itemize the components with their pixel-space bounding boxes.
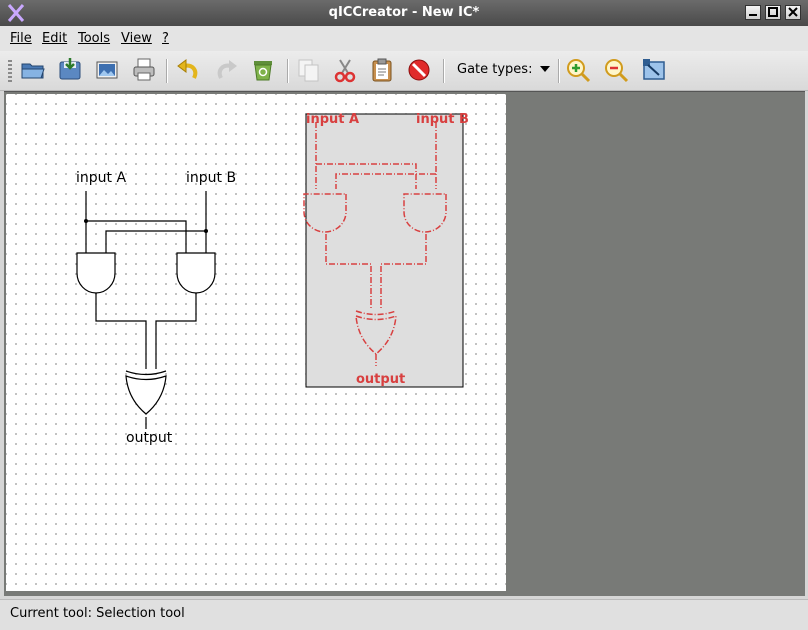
toolbar-separator xyxy=(166,59,168,83)
paste-icon[interactable] xyxy=(368,56,396,84)
and-gate[interactable] xyxy=(76,252,116,294)
maximize-button[interactable] xyxy=(765,5,781,20)
circuit-wires xyxy=(85,191,207,429)
toolbar-separator xyxy=(558,59,560,83)
copy-icon xyxy=(298,59,319,82)
minimize-icon xyxy=(749,14,757,16)
redo-icon xyxy=(217,60,237,79)
maximize-icon xyxy=(768,7,778,17)
junction-dot xyxy=(84,219,88,223)
ic-preview-box[interactable] xyxy=(305,113,464,388)
ic-preview-and-gate xyxy=(403,193,447,233)
output-label[interactable]: output xyxy=(126,430,173,446)
menu-view[interactable]: View xyxy=(121,31,152,46)
status-bar: Current tool: Selection tool xyxy=(0,599,808,630)
minimize-button[interactable] xyxy=(745,5,761,20)
toolbar-separator xyxy=(443,59,445,83)
xor-gate[interactable] xyxy=(125,370,167,415)
toolbar-grip[interactable] xyxy=(8,60,12,82)
ic-preview-and-gate xyxy=(303,193,347,233)
save-icon[interactable] xyxy=(56,56,84,84)
cut-icon[interactable] xyxy=(331,56,359,84)
window-title: qICCreator - New IC* xyxy=(328,5,480,20)
ic-preview-wires xyxy=(315,122,437,366)
recycle-icon[interactable] xyxy=(249,56,277,84)
junction-dot xyxy=(204,229,208,233)
toolbar: Gate types: xyxy=(0,51,808,91)
input-a-label[interactable]: input A xyxy=(76,170,127,186)
zoom-fit-icon[interactable] xyxy=(640,56,668,84)
input-b-label[interactable]: input B xyxy=(186,170,237,186)
zoom-in-icon[interactable] xyxy=(564,56,592,84)
menu-bar: File Edit Tools View ? xyxy=(0,26,808,51)
canvas-area[interactable]: input A input B output input A input B o… xyxy=(4,91,805,596)
ic-preview-xor-gate xyxy=(355,310,397,355)
zoom-out-icon[interactable] xyxy=(602,56,630,84)
close-button[interactable] xyxy=(785,5,801,20)
title-bar: qICCreator - New IC* xyxy=(0,0,808,26)
open-folder-icon[interactable] xyxy=(19,56,47,84)
undo-icon[interactable] xyxy=(174,56,202,84)
chevron-down-icon[interactable] xyxy=(540,66,550,72)
ic-preview-output-label: output xyxy=(356,372,406,387)
print-icon[interactable] xyxy=(130,56,158,84)
ic-preview-input-b-label: input B xyxy=(416,112,469,127)
and-gate[interactable] xyxy=(176,252,216,294)
close-icon xyxy=(788,7,798,17)
menu-tools[interactable]: Tools xyxy=(78,31,111,46)
menu-edit[interactable]: Edit xyxy=(42,31,68,46)
gate-types-label[interactable]: Gate types: xyxy=(457,62,533,77)
drawing-sheet[interactable]: input A input B output input A input B o… xyxy=(6,94,506,591)
circuit-diagram[interactable] xyxy=(6,94,506,591)
menu-file[interactable]: File xyxy=(10,31,32,46)
status-text: Current tool: Selection tool xyxy=(10,606,185,621)
export-image-icon[interactable] xyxy=(93,56,121,84)
stop-icon[interactable] xyxy=(405,56,433,84)
ic-preview-input-a-label: input A xyxy=(306,112,360,127)
toolbar-separator xyxy=(287,59,289,83)
menu-help[interactable]: ? xyxy=(162,31,169,46)
app-x-icon xyxy=(7,4,25,22)
